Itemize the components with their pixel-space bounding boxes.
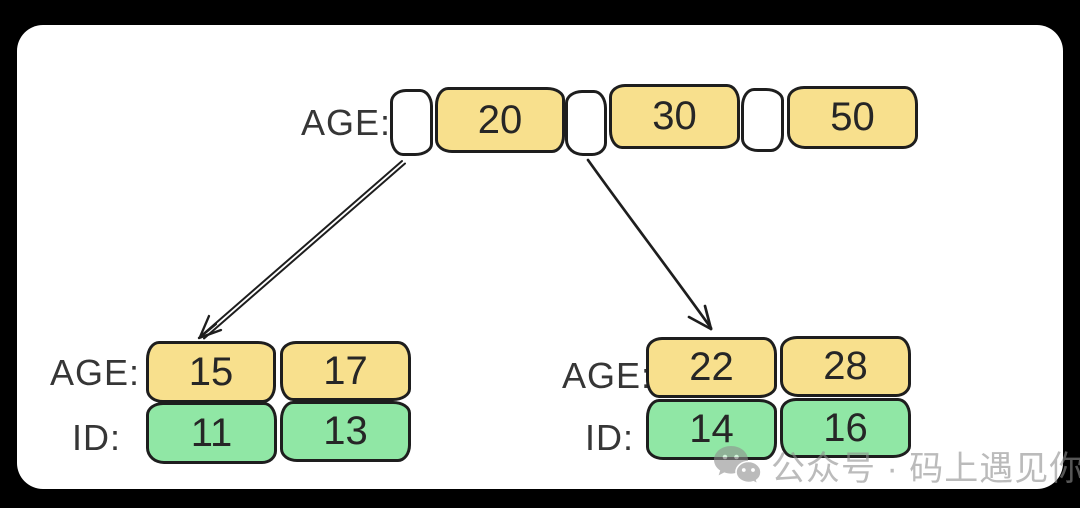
root-key-cell: 50 [787, 86, 918, 149]
left-leaf-id-cell: 11 [146, 402, 277, 464]
right-leaf-id-cell: 14 [646, 399, 777, 460]
root-pointer-cell [565, 90, 607, 156]
right-leaf-id-label: ID: [585, 417, 635, 458]
left-leaf-id-cell: 13 [280, 401, 411, 462]
root-pointer-cell [741, 88, 784, 152]
root-key-cell: 30 [609, 84, 740, 149]
right-leaf-age-label: AGE: [562, 355, 653, 396]
left-leaf-id-label: ID: [72, 417, 122, 458]
root-pointer-cell [390, 89, 433, 156]
left-leaf-age-label: AGE: [50, 352, 141, 393]
root-age-label: AGE: [301, 102, 392, 143]
watermark: 公众号 · 码上遇见你 [712, 441, 1080, 490]
right-leaf-age-cell: 22 [646, 337, 777, 398]
watermark-text: 公众号 · 码上遇见你 [771, 450, 1080, 488]
left-leaf-age-cell: 15 [146, 341, 276, 403]
root-key-cell: 20 [435, 87, 565, 153]
wechat-icon [714, 445, 762, 486]
left-leaf-age-cell: 17 [280, 341, 411, 401]
diagram-canvas: AGE: 20 30 50 AGE: 15 17 ID: 11 13 AGE: … [17, 25, 1063, 489]
right-leaf-id-cell: 16 [780, 398, 911, 458]
right-leaf-age-cell: 28 [780, 336, 911, 397]
